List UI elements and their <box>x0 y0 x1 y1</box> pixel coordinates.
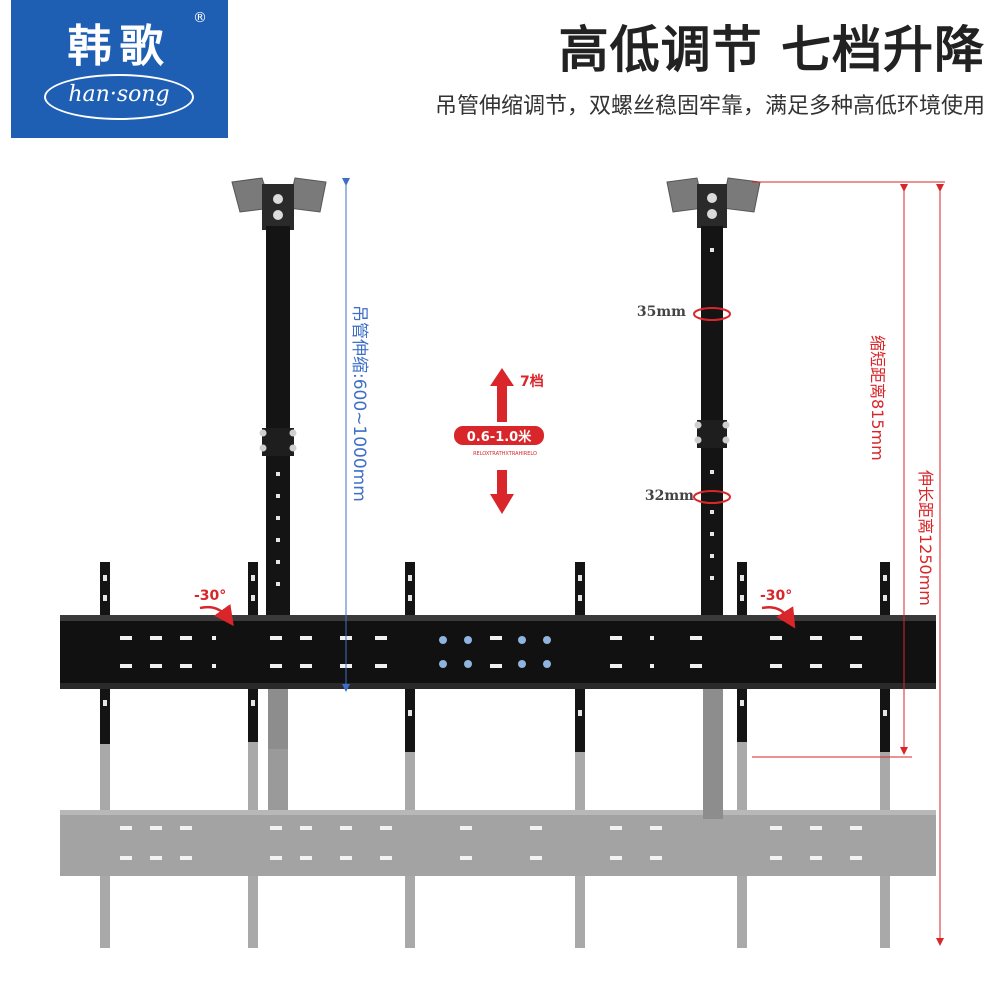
headline: 高低调节 七档升降 <box>558 21 985 79</box>
tilt-right-indicator: -30° <box>760 588 796 629</box>
ghost-crossbar <box>60 810 936 876</box>
registered-mark: ® <box>193 10 207 26</box>
left-pipe-range-label: 吊管伸缩:600~1000mm <box>349 305 369 502</box>
range-sub-label: RELOXTRATHXTRAHIRELO <box>473 451 537 457</box>
ceiling-plate-left <box>231 177 327 230</box>
right-pipe-holes <box>710 248 714 580</box>
lowered-mount-ghost <box>60 680 936 948</box>
crossbar-bolts <box>439 636 551 668</box>
tilt-left-label: -30° <box>194 588 226 604</box>
gear-label: 7档 <box>520 373 544 390</box>
brand-name-cn: 韩歌 <box>67 21 172 72</box>
upper-pipe-diameter: 35mm <box>637 304 731 321</box>
subtitle: 吊管伸缩调节，双螺丝稳固牢靠，满足多种高低环境使用 <box>434 94 985 119</box>
gear-indicator: 7档 0.6-1.0米 RELOXTRATHXTRAHIRELO <box>454 368 544 514</box>
left-pipe-holes <box>276 472 280 586</box>
crossbar <box>60 615 936 689</box>
short-distance-label: 缩短距离815mm <box>868 335 887 461</box>
upper-diameter-label: 35mm <box>637 304 686 320</box>
long-distance-label: 伸长距离1250mm <box>916 470 935 606</box>
lower-diameter-label: 32mm <box>645 488 694 504</box>
brand-name-en: han·song <box>68 82 170 107</box>
ceiling-plate-right <box>666 177 761 228</box>
brand-logo: 韩歌 ® han·song <box>11 0 228 138</box>
raised-mount <box>60 177 936 819</box>
left-pipe <box>266 226 290 620</box>
lower-pipe-diameter: 32mm <box>645 488 731 504</box>
tilt-right-label: -30° <box>760 588 792 604</box>
range-label: 0.6-1.0米 <box>467 429 532 445</box>
tilt-left-indicator: -30° <box>194 588 234 627</box>
ghost-crossbar-slots <box>120 826 862 860</box>
logo-oval <box>44 74 194 120</box>
